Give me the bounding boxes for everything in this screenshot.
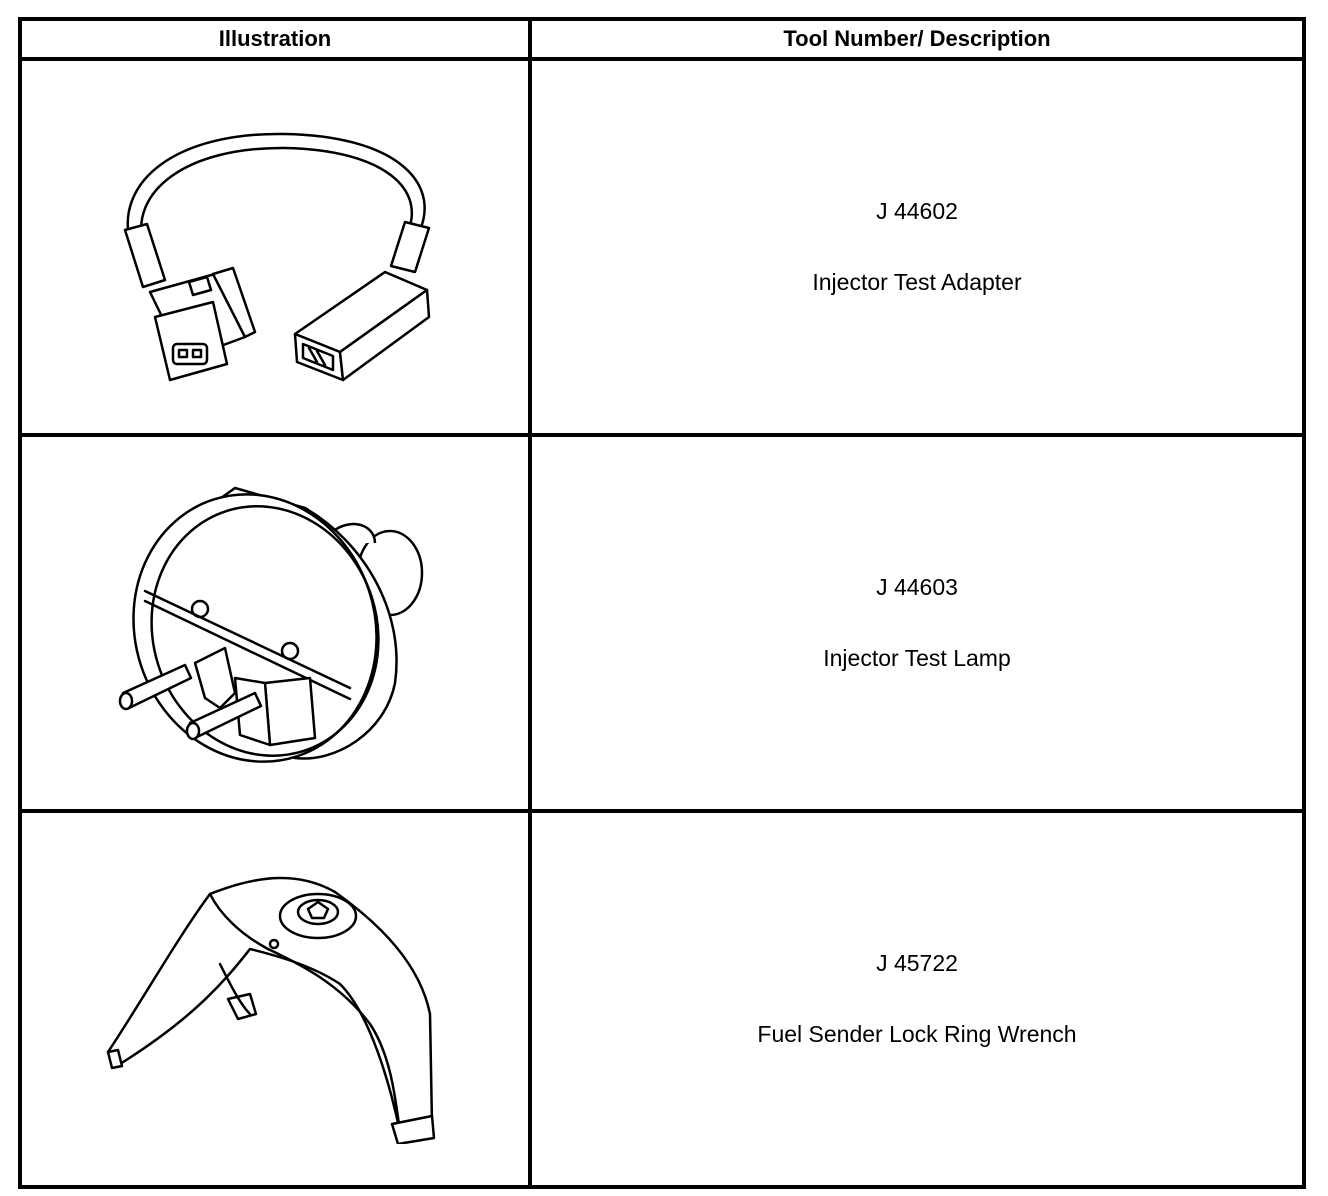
injector-test-adapter-illustration [123,132,431,382]
illustration-cell [18,57,532,437]
tool-description-cell: J 45722 Fuel Sender Lock Ring Wrench [527,809,1307,1189]
table-header-row: Illustration Tool Number/ Description [18,17,1307,61]
tool-number: J 45722 [876,950,958,976]
table-row: J 44602 Injector Test Adapter [18,57,1307,437]
tool-description: Injector Test Lamp [823,645,1011,671]
tool-description-cell: J 44603 Injector Test Lamp [527,433,1307,813]
illustration-cell [18,433,532,813]
table-row: J 44603 Injector Test Lamp [18,433,1307,813]
header-illustration: Illustration [18,17,532,61]
special-tools-table: Illustration Tool Number/ Description [18,17,1307,1189]
injector-test-lamp-illustration [118,486,424,763]
tool-number: J 44603 [876,574,958,600]
tool-description: Fuel Sender Lock Ring Wrench [757,1021,1077,1047]
illustration-cell [18,809,532,1189]
header-tool-number-description: Tool Number/ Description [527,17,1307,61]
tool-description-cell: J 44602 Injector Test Adapter [527,57,1307,437]
table-row: J 45722 Fuel Sender Lock Ring Wrench [18,809,1307,1189]
tool-description: Injector Test Adapter [812,269,1022,295]
lock-ring-wrench-illustration [106,876,436,1144]
tool-number: J 44602 [876,198,958,224]
